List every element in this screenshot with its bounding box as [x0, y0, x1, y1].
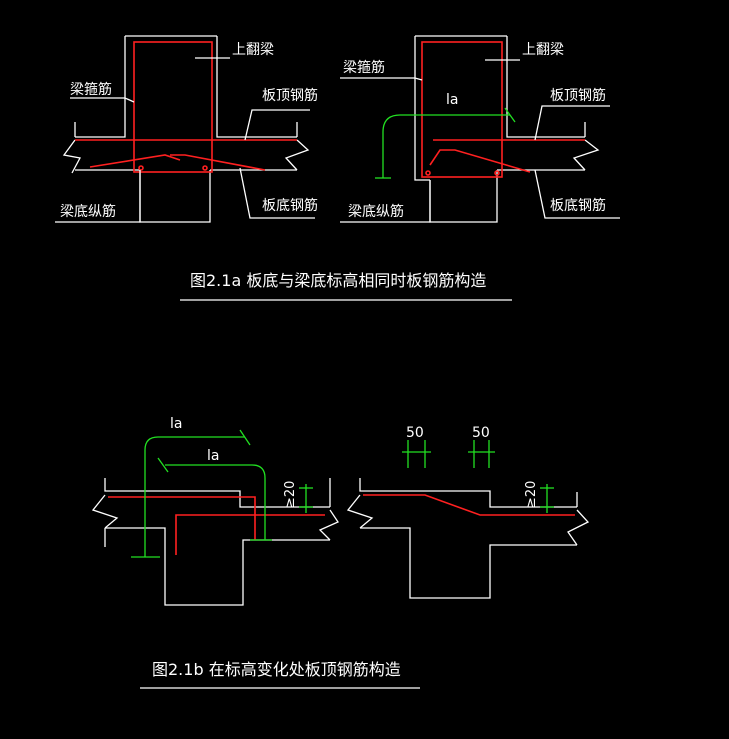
fig1a-left-label-stirrup: 梁箍筋 — [70, 81, 112, 98]
fig1b-left-detail: la la ≥20 — [91, 416, 339, 606]
fig1a-right-label-beam-bottom: 梁底纵筋 — [348, 203, 404, 220]
fig1a-right-label-stirrup: 梁箍筋 — [343, 59, 385, 76]
fig1b-left-tick3 — [157, 457, 169, 473]
fig1a-left-beam-bottom — [139, 170, 211, 223]
fig1a-left-label-slab-top: 板顶钢筋 — [262, 87, 318, 104]
fig1b-right-detail: 50 50 ≥20 — [346, 425, 590, 599]
fig1a-right-anchor-la — [382, 114, 510, 178]
fig1b-left-break-left — [91, 494, 119, 529]
fig1a-left-leader-stirrup — [70, 97, 135, 103]
fig1a-right-stirrup — [421, 41, 503, 178]
fig1a-right-break — [572, 139, 600, 171]
fig1b-left-slab-top — [104, 478, 330, 508]
fig1a-left-rebar-dot-r — [202, 165, 208, 171]
fig1b-right-label-20: ≥20 — [524, 481, 539, 508]
fig1a-right-detail: la 上翻梁 梁箍筋 板顶钢筋 板底钢筋 梁底纵筋 — [340, 35, 620, 223]
fig1b-left-tick2 — [239, 429, 251, 446]
fig1b-left-label-la2: la — [207, 448, 219, 464]
fig1a-right-slab-bottom-bar — [429, 149, 531, 173]
fig1a-left-rebar-dot-l — [138, 165, 144, 171]
fig1a-right-rebar-dot-l — [425, 170, 431, 176]
fig1a-right-leader-top — [534, 105, 610, 141]
fig1a-left-leader-top — [244, 109, 310, 141]
fig1a-right-label-slab-top: 板顶钢筋 — [550, 87, 606, 104]
fig1a-caption: 图2.1a 板底与梁底标高相同时板钢筋构造 — [190, 271, 486, 290]
fig1b-right-label-50b: 50 — [472, 425, 490, 441]
fig1b-left-label-20: ≥20 — [283, 481, 298, 508]
fig1a-left-label-slab-bottom: 板底钢筋 — [262, 197, 318, 214]
fig1a-right-beam-outline-left — [414, 36, 430, 181]
fig1a-left-label-upturned-beam: 上翻梁 — [232, 42, 274, 58]
fig1a-right-leader-beambot — [340, 180, 431, 223]
fig1a-left-detail: 上翻梁 梁箍筋 板顶钢筋 板底钢筋 梁底纵筋 — [55, 35, 318, 223]
fig1a-left-break-right — [284, 139, 310, 171]
fig1a-left-break-left — [62, 139, 81, 174]
fig1a-right-label-upturned-beam: 上翻梁 — [522, 42, 564, 58]
fig1b-left-upper-bar — [108, 496, 256, 540]
fig1a-right-leader-bottom — [534, 169, 620, 219]
fig1b-left-la2 — [165, 464, 266, 540]
fig1b-right-break-right — [567, 509, 590, 546]
fig1a-left-label-beam-bottom: 梁底纵筋 — [60, 203, 116, 220]
fig1b-left-beam-bottom — [105, 527, 330, 606]
fig1b-left-label-la1: la — [170, 416, 182, 432]
fig1a-left-stirrup — [133, 41, 213, 173]
fig1b-right-label-50a: 50 — [406, 425, 424, 441]
fig1a-right-label-slab-bottom: 板底钢筋 — [550, 197, 606, 214]
fig1b-left-lower-bar — [175, 514, 325, 555]
fig1a-right-anchor-tick2 — [504, 107, 516, 123]
fig1b-right-slab-top — [359, 478, 577, 508]
fig1a-right-leader-stirrup — [340, 77, 423, 81]
fig1a-left-beam-outline-right — [216, 36, 297, 138]
fig1a-left-leader-bottom — [239, 167, 315, 219]
fig1a-right-beam-outline-right — [506, 36, 585, 138]
fig1b-right-bent-bar — [363, 494, 575, 516]
fig1b-left-la1 — [144, 436, 245, 557]
fig1b-caption: 图2.1b 在标高变化处板顶钢筋构造 — [152, 660, 401, 679]
fig1b-right-beam-bottom — [360, 527, 577, 599]
fig1b-right-break-left — [346, 494, 374, 529]
fig1a-right-label-la: la — [446, 92, 458, 108]
fig1a-left-beam-outline — [75, 36, 126, 138]
fig1b-left-break-right — [318, 509, 339, 541]
fig1a-left-slab-bottom-bar-r — [170, 154, 266, 171]
fig1a-left-slab-bottom-bar-l — [89, 154, 181, 168]
fig1a-right-rebar-dot-r — [494, 170, 500, 176]
fig1a-left-leader-beambot — [55, 170, 141, 223]
